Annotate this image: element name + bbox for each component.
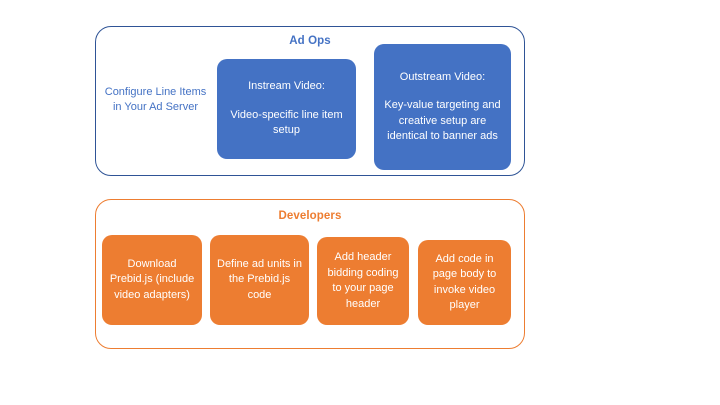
card-instream-video-body: Video-specific line item setup [230, 108, 343, 137]
text-configure-line-items: Configure Line Items in Your Ad Server [104, 86, 207, 113]
card-instream-video-heading: Instream Video: [248, 80, 325, 93]
card-instream-video[interactable]: Instream Video: Video-specific line item… [217, 59, 356, 159]
card-download-prebid[interactable]: Download Prebid.js (include video adapte… [102, 235, 202, 325]
card-outstream-video-body: Key-value targeting and creative setup a… [384, 99, 501, 142]
card-add-header-bidding-code[interactable]: Add header bidding coding to your page h… [317, 237, 409, 325]
group-title-ad-ops: Ad Ops [289, 35, 331, 47]
card-outstream-video[interactable]: Outstream Video: Key-value targeting and… [374, 44, 511, 170]
card-outstream-video-heading: Outstream Video: [399, 70, 486, 83]
card-add-page-body-code-body: Add code in page body to invoke video pl… [432, 252, 497, 312]
card-spacer [223, 95, 350, 108]
card-spacer [380, 85, 505, 98]
card-instream-video-content: Instream Video: Video-specific line item… [223, 79, 350, 139]
card-define-ad-units[interactable]: Define ad units in the Prebid.js code [210, 235, 309, 325]
card-download-prebid-body: Download Prebid.js (include video adapte… [109, 257, 195, 301]
group-title-developers: Developers [278, 210, 342, 222]
card-add-header-bidding-code-body: Add header bidding coding to your page h… [327, 251, 399, 310]
card-define-ad-units-body: Define ad units in the Prebid.js code [217, 257, 302, 301]
card-outstream-video-content: Outstream Video: Key-value targeting and… [380, 70, 505, 145]
card-add-page-body-code[interactable]: Add code in page body to invoke video pl… [418, 240, 511, 325]
